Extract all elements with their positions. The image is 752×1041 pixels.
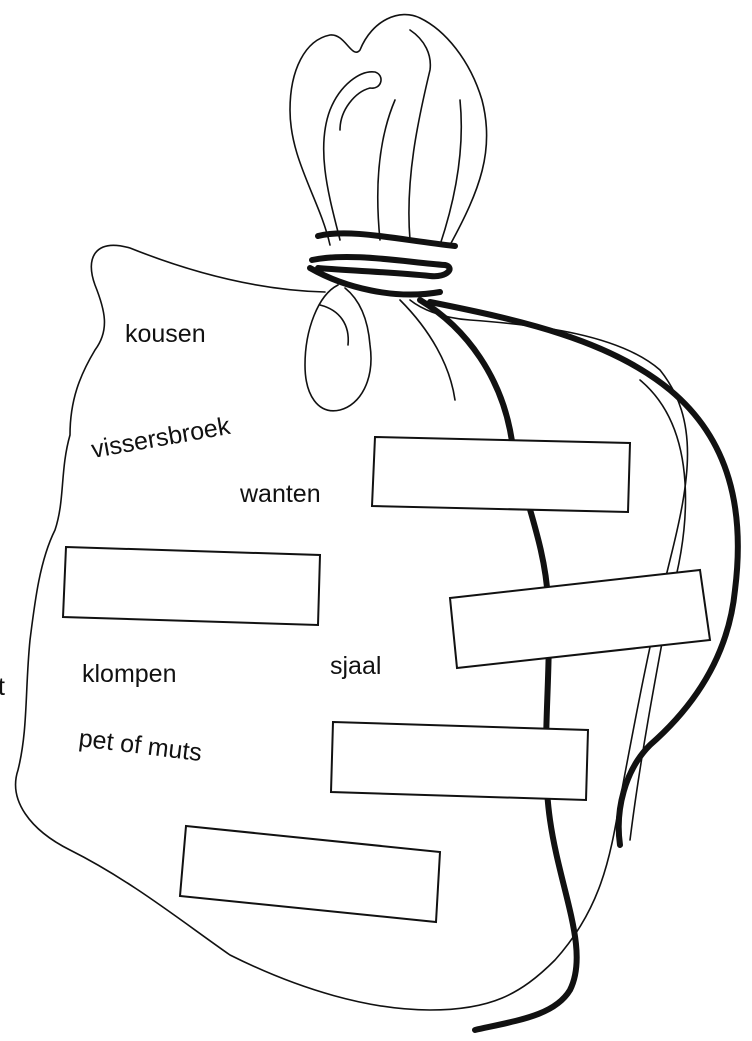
answer-box-1[interactable]: [372, 437, 630, 512]
word-vissersbroek: vissersbroek: [89, 412, 233, 464]
sack-bow-fold: [305, 285, 371, 411]
sack-top-gather-outline: [290, 15, 487, 245]
word-wanten: wanten: [239, 480, 321, 508]
sack-bow-fold-inner: [320, 305, 348, 345]
edge-fragment-t: t: [0, 673, 5, 701]
word-sjaal: sjaal: [330, 652, 381, 680]
sack-top-fold-crease-3: [440, 100, 461, 245]
string-wrap-2: [312, 257, 450, 276]
sack-top-fold-crease-2: [409, 30, 430, 240]
answer-box-3[interactable]: [450, 570, 710, 668]
sack-top-fold-crease-1: [378, 100, 395, 240]
string-wrap-1: [318, 233, 455, 246]
word-klompen: klompen: [82, 660, 177, 688]
answer-box-5[interactable]: [180, 826, 440, 922]
sack-neck-crease-right: [400, 300, 455, 400]
word-pet-of-muts: pet of muts: [77, 724, 203, 767]
answer-box-4[interactable]: [331, 722, 588, 800]
string-dangle-left: [420, 300, 577, 1030]
sack-top-fold-inner: [324, 72, 381, 240]
word-kousen: kousen: [125, 320, 206, 348]
answer-box-2[interactable]: [63, 547, 320, 625]
